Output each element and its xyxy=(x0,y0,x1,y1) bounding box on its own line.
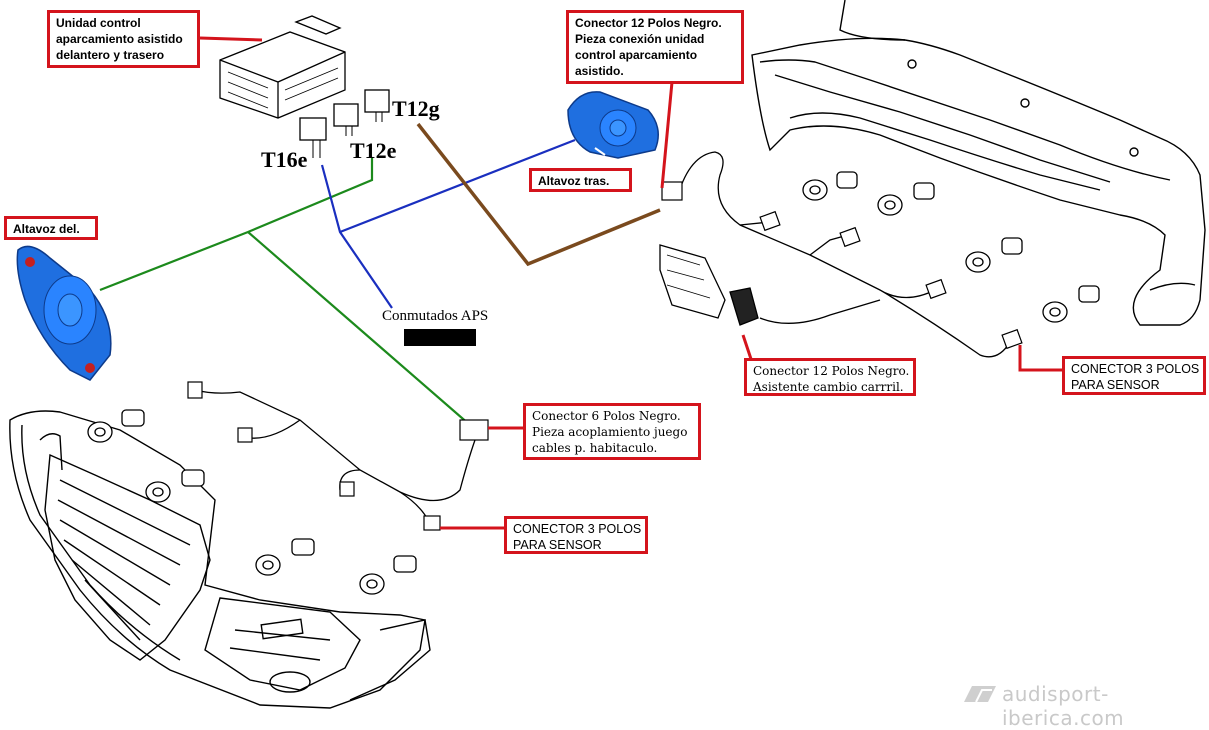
callout-line: control aparcamiento xyxy=(575,48,698,62)
callout-line: aparcamiento asistido xyxy=(56,32,183,46)
parking-speaker-icon xyxy=(567,91,659,159)
callout-line: Conector 12 Polos Negro. xyxy=(753,364,910,378)
callout-connector-12-rear: Conector 12 Polos Negro. Pieza conexión … xyxy=(566,10,744,84)
callout-line: CONECTOR 3 POLOS xyxy=(1071,362,1200,376)
callout-leaders xyxy=(199,36,1065,530)
callout-line: CONECTOR 3 POLOS xyxy=(513,522,642,536)
callout-line: asistido. xyxy=(575,64,624,78)
parking-sensor-icon xyxy=(802,171,1100,323)
pin-label-t12g: T12g xyxy=(392,96,440,121)
connector-plug-icon xyxy=(187,381,489,531)
callout-line: Altavoz tras. xyxy=(538,174,610,188)
parking-sensor-icon xyxy=(87,409,417,595)
watermark: audisport-iberica.com xyxy=(1002,682,1125,730)
lane-change-module-icon xyxy=(659,244,759,326)
callout-line: cables p. habitaculo. xyxy=(532,441,658,455)
callout-line: PARA SENSOR xyxy=(1071,378,1160,392)
callout-line: Altavoz del. xyxy=(13,222,80,236)
callout-connector-3-front: CONECTOR 3 POLOS PARA SENSOR xyxy=(504,516,648,554)
callout-rear-speaker: Altavoz tras. xyxy=(529,168,632,192)
callout-line: PARA SENSOR xyxy=(513,538,602,552)
callout-line: Conector 12 Polos Negro. xyxy=(575,16,722,30)
callout-connector-3-rear: CONECTOR 3 POLOS PARA SENSOR xyxy=(1062,356,1206,395)
callout-connector-6: Conector 6 Polos Negro. Pieza acoplamien… xyxy=(523,403,701,460)
callout-front-speaker: Altavoz del. xyxy=(4,216,98,240)
callout-line: Pieza acoplamiento juego xyxy=(532,425,688,439)
front-wiring-harness xyxy=(194,389,476,521)
callout-line: Unidad control xyxy=(56,16,141,30)
pin-label-t16e: T16e xyxy=(261,147,308,172)
switches-label: Conmutados APS xyxy=(382,308,489,324)
wire-blue-rear-speaker xyxy=(320,138,576,309)
parking-system-diagram xyxy=(9,0,1206,709)
callout-control-unit: Unidad control aparcamiento asistido del… xyxy=(47,10,200,68)
wire-green-front-speaker xyxy=(99,158,471,426)
callout-line: Asistente cambio carrril. xyxy=(753,380,904,394)
rear-bumper xyxy=(751,0,1206,326)
wire-brown-rear-connector xyxy=(416,122,661,267)
callout-line: Conector 6 Polos Negro. xyxy=(532,409,681,423)
front-bumper xyxy=(9,410,431,709)
callout-line: delantero y trasero xyxy=(56,48,165,62)
connector-plug-icon xyxy=(661,181,1023,350)
callout-line: Pieza conexión unidad xyxy=(575,32,705,46)
redacted-box xyxy=(404,329,476,346)
pin-label-t12e: T12e xyxy=(350,138,397,163)
watermark-logo-icon xyxy=(964,686,996,703)
callout-connector-12-lane-change: Conector 12 Polos Negro. Asistente cambi… xyxy=(744,358,916,396)
parking-speaker-icon xyxy=(16,245,112,381)
control-unit-module-icon xyxy=(219,15,390,158)
